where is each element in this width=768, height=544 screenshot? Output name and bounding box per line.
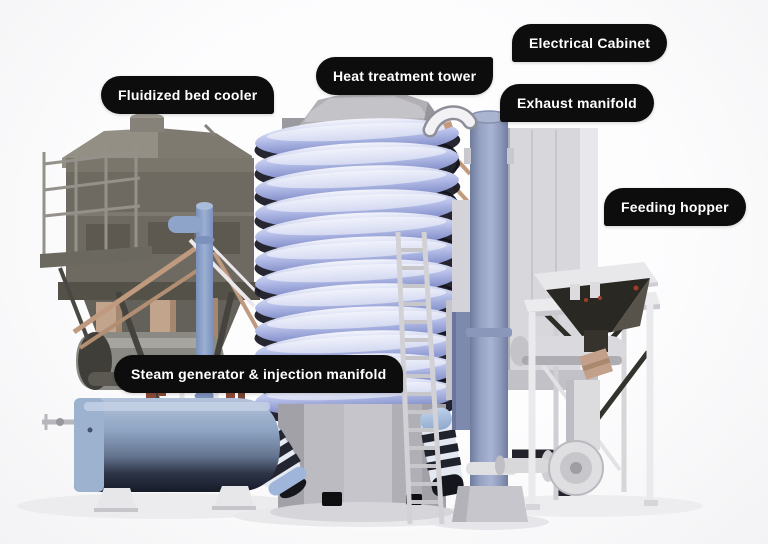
exhaust-elbow-graphic: [422, 105, 478, 138]
exhaust-stack-graphic: [446, 110, 528, 522]
steam-generator-graphic: [42, 369, 280, 512]
label-feeding-hopper: Feeding hopper: [604, 188, 746, 226]
label-steam-generator: Steam generator & injection manifold: [114, 355, 404, 393]
cooler-railing: [42, 146, 141, 266]
label-electrical-cabinet: Electrical Cabinet: [512, 24, 668, 62]
copper-pipes: [72, 245, 260, 350]
label-fluidized-bed-cooler: Fluidized bed cooler: [101, 76, 275, 114]
feeding-hopper-graphic: [495, 262, 660, 510]
label-heat-treatment-tower: Heat treatment tower: [316, 57, 494, 95]
ladder-graphic: [395, 231, 445, 525]
label-exhaust-manifold: Exhaust manifold: [500, 84, 654, 122]
